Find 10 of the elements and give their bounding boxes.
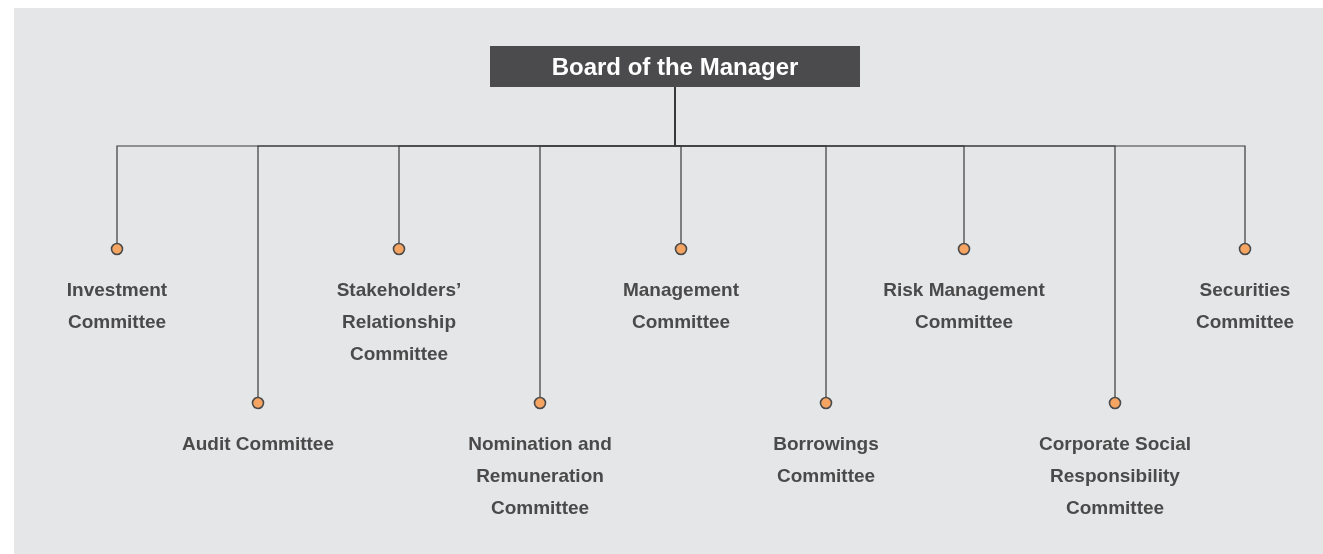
committee-label: Corporate Social Responsibility Committee [1005,409,1225,524]
title-box: Board of the Manager [490,46,860,87]
committee-label: Audit Committee [173,409,343,460]
committee-label: Securities Committee [1175,255,1315,338]
committee-label: Investment Committee [32,255,202,338]
committee-label: Risk Management Committee [874,255,1054,338]
committee-label: Stakeholders’ Relationship Committee [309,255,489,370]
committee-label: Nomination and Remuneration Committee [435,409,645,524]
committee-label: Management Committee [586,255,776,338]
committee-label: Borrowings Committee [741,409,911,492]
